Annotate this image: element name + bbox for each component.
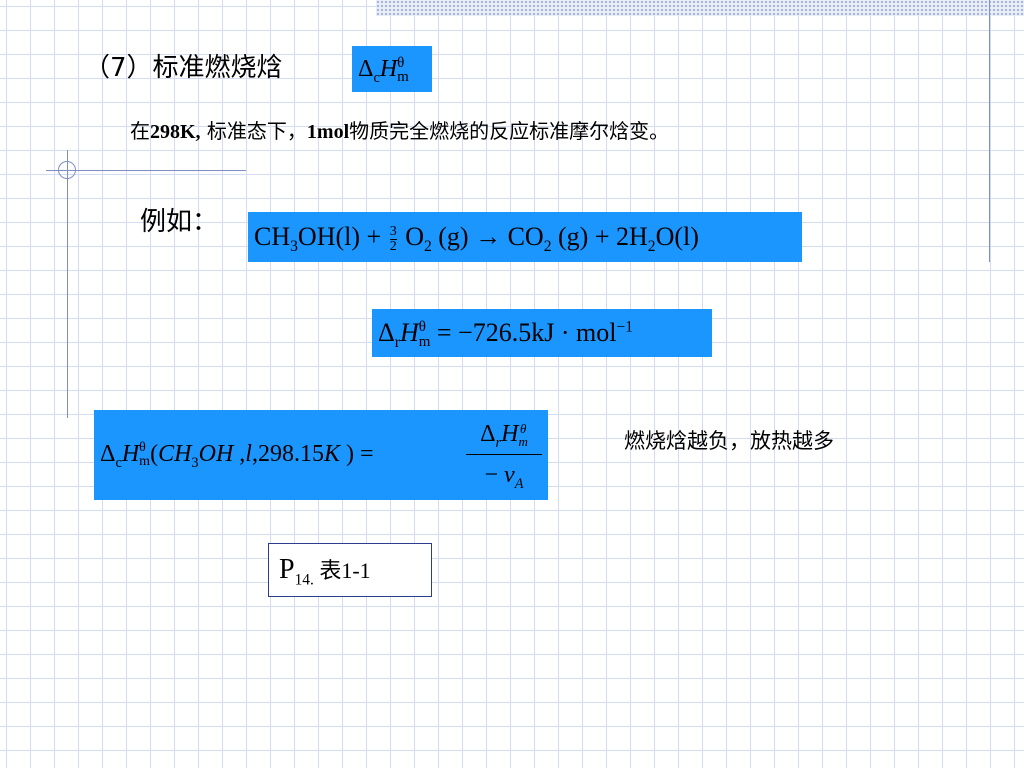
den-sub: A	[514, 475, 524, 492]
delta-symbol: Δ	[480, 421, 496, 447]
ref-page: 14.	[294, 571, 314, 589]
delta-symbol: Δ	[378, 318, 395, 347]
eq-h2o-rest: O(l)	[655, 222, 699, 251]
enthalpy-h: H	[379, 56, 398, 82]
eq-h2o: 2H	[616, 222, 648, 251]
f-comma: ,	[233, 441, 246, 467]
f-oh: OH	[198, 441, 234, 467]
arrow-icon: →	[468, 222, 508, 251]
def-mid: 标准态下，	[200, 119, 307, 143]
note-text: 燃烧焓越负，放热越多	[624, 429, 834, 453]
dh-m: m	[418, 334, 431, 351]
ref-p: P	[279, 554, 295, 585]
eq-ch: CH	[254, 222, 291, 251]
eq-plus: +	[360, 222, 388, 251]
frac-den: 2	[389, 238, 397, 254]
frame-circle	[58, 161, 76, 179]
molar-subscript: m	[397, 69, 409, 86]
num-m: m	[518, 434, 528, 450]
def-amount: 1mol	[306, 121, 350, 143]
frac-num: 3	[389, 223, 397, 239]
num-h: H	[501, 421, 519, 447]
eq-co2: CO	[507, 222, 544, 251]
f-paren-open: (	[150, 441, 159, 467]
fraction-denominator: − vA	[466, 457, 542, 493]
eq-o2: O	[398, 222, 424, 251]
den-v: v	[504, 462, 515, 488]
num-sub: r	[495, 434, 502, 451]
eq-co2-sub: 2	[543, 238, 552, 256]
f-sub: c	[115, 454, 122, 471]
eq-o2-state: (g)	[431, 222, 469, 251]
example-label: 例如：	[140, 207, 219, 237]
f-ch-sub: 3	[191, 454, 199, 471]
dh-exp: −1	[616, 318, 634, 336]
standard-superscript: θ	[397, 55, 405, 72]
eq-h2o-sub: 2	[647, 238, 656, 256]
fraction-bar	[466, 454, 542, 455]
den-minus: −	[484, 462, 505, 488]
symbol-subscript: c	[373, 69, 380, 86]
delta-symbol: Δ	[358, 56, 374, 82]
frame-horizontal-line	[46, 170, 246, 171]
left-frame-line	[67, 150, 68, 418]
def-temp: 298K,	[150, 121, 201, 143]
table-reference-box: P14. 表1-1	[268, 543, 432, 597]
f-temp: ,298.15	[251, 441, 324, 467]
eq-plus2: +	[588, 222, 617, 251]
dh-sub: r	[394, 334, 400, 352]
dh-value: = −726.5kJ · mol	[430, 318, 617, 347]
f-k: K	[323, 441, 340, 467]
f-l: l	[245, 441, 252, 467]
dh-h: H	[399, 318, 419, 347]
eq-ch-sub: 3	[290, 238, 298, 256]
f-ch: CH	[158, 441, 192, 467]
top-decorative-band	[376, 0, 1024, 16]
right-frame-line	[989, 0, 990, 262]
eq-co2-state: (g)	[551, 222, 589, 251]
definition-text: 在298K, 标准态下，1mol物质完全燃烧的反应标准摩尔焓变。	[130, 116, 669, 147]
num-sup: θ	[520, 421, 527, 437]
f-equals: ) =	[339, 441, 374, 467]
delta-symbol: Δ	[100, 441, 116, 467]
def-post: 物质完全燃烧的反应标准摩尔焓变。	[349, 119, 670, 143]
eq-o2-sub: 2	[423, 238, 432, 256]
def-pre: 在	[130, 119, 150, 143]
eq-oh: OH(l)	[297, 222, 361, 251]
ref-table: 表1-1	[313, 558, 371, 583]
section-heading: （7）标准燃烧焓	[84, 53, 283, 83]
f-h: H	[121, 441, 140, 467]
dh-sup: θ	[418, 319, 426, 336]
f-m: m	[139, 454, 151, 470]
f-sup: θ	[139, 440, 146, 456]
